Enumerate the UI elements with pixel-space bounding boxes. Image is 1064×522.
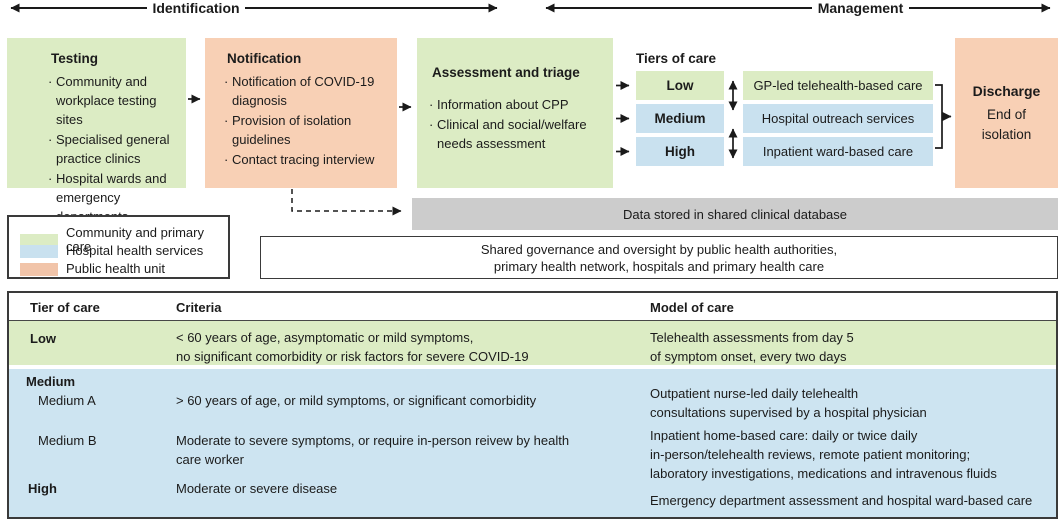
tier-box-high: High <box>636 137 724 166</box>
testing-title: Testing <box>51 51 98 66</box>
table-header-model: Model of care <box>650 300 734 315</box>
table-header-criteria: Criteria <box>176 300 222 315</box>
governance-box: Shared governance and oversight by publi… <box>260 236 1058 279</box>
tiers-of-care-heading: Tiers of care <box>636 51 717 66</box>
table-cell-medium-b-model: Inpatient home-based care: daily or twic… <box>650 428 997 481</box>
testing-box: Testing Community and workplace testing … <box>7 38 186 224</box>
database-bar-label: Data stored in shared clinical database <box>622 206 848 222</box>
legend: Community and primary care Hospital heal… <box>7 215 230 279</box>
database-bar: Data stored in shared clinical database <box>412 198 1058 230</box>
table-cell-high-criteria: Moderate or severe disease <box>176 481 338 496</box>
testing-item: Community and workplace testing sites <box>47 72 182 129</box>
discharge-box: Discharge End of isolation <box>955 38 1058 188</box>
care-box-inpatient-ward: Inpatient ward-based care <box>743 137 933 166</box>
table-cell-medium-b-tier: Medium B <box>38 433 97 448</box>
care-box-hospital-outreach: Hospital outreach services <box>743 104 933 133</box>
table-cell-low-tier: Low <box>30 331 56 346</box>
legend-label-public-health-unit: Public health unit <box>66 261 166 276</box>
table-band-medium-high <box>9 369 1056 517</box>
tier-box-low: Low <box>636 71 724 100</box>
tier-box-medium: Medium <box>636 104 724 133</box>
care-box-gp-telehealth: GP-led telehealth-based care <box>743 71 933 100</box>
legend-item: Hospital health services <box>20 244 203 258</box>
legend-item: Public health unit <box>20 262 165 276</box>
legend-swatch-community-primary-care <box>20 233 58 247</box>
dashed-arrow-notification-to-database <box>291 189 402 216</box>
assessment-triage-box: Assessment and triage Information about … <box>417 38 613 188</box>
assessment-triage-title: Assessment and triage <box>432 65 580 80</box>
legend-swatch-hospital-health-services <box>20 244 58 258</box>
tiers-of-care-table: Tier of care Criteria Model of care Low … <box>7 291 1058 519</box>
discharge-subtitle: End of isolation <box>981 107 1032 142</box>
table-cell-medium-a-criteria: > 60 years of age, or mild symptoms, or … <box>176 393 537 408</box>
legend-label-hospital-health-services: Hospital health services <box>66 243 204 258</box>
notification-title: Notification <box>227 51 302 66</box>
phase-label-identification: Identification <box>147 0 245 16</box>
table-cell-medium-a-model: Outpatient nurse-led daily telehealth co… <box>650 386 927 420</box>
notification-item: Contact tracing interview <box>223 150 393 169</box>
table-cell-low-criteria: < 60 years of age, asymptomatic or mild … <box>176 330 529 364</box>
table-band-low <box>9 321 1056 365</box>
table-cell-medium-b-criteria: Moderate to severe symptoms, or require … <box>176 433 570 467</box>
legend-label-community-primary-care: Community and primary care <box>66 225 204 254</box>
table-cell-medium-a-tier: Medium A <box>38 393 96 408</box>
notification-item: Provision of isolation guidelines <box>223 111 393 149</box>
testing-item: Specialised general practice clinics <box>47 130 182 168</box>
assessment-item: Clinical and social/welfare needs assess… <box>428 115 609 153</box>
table-cell-high-model: Emergency department assessment and hosp… <box>650 493 1033 508</box>
notification-box: Notification Notification of COVID-19 di… <box>205 38 397 188</box>
legend-item: Community and primary care <box>20 226 228 254</box>
table-header-row <box>9 293 1056 322</box>
governance-label: Shared governance and oversight by publi… <box>480 241 838 274</box>
legend-swatch-public-health-unit <box>20 262 58 276</box>
bracket-care-models <box>935 84 943 149</box>
notification-item: Notification of COVID-19 diagnosis <box>223 72 393 110</box>
phase-label-management: Management <box>812 0 909 16</box>
table-cell-medium-tier: Medium <box>26 374 76 389</box>
table-cell-low-model: Telehealth assessments from day 5 of sym… <box>650 330 854 364</box>
table-header-tier: Tier of care <box>30 300 100 315</box>
assessment-item: Information about CPP <box>428 95 609 114</box>
table-cell-high-tier: High <box>28 481 57 496</box>
discharge-title: Discharge <box>972 83 1041 99</box>
